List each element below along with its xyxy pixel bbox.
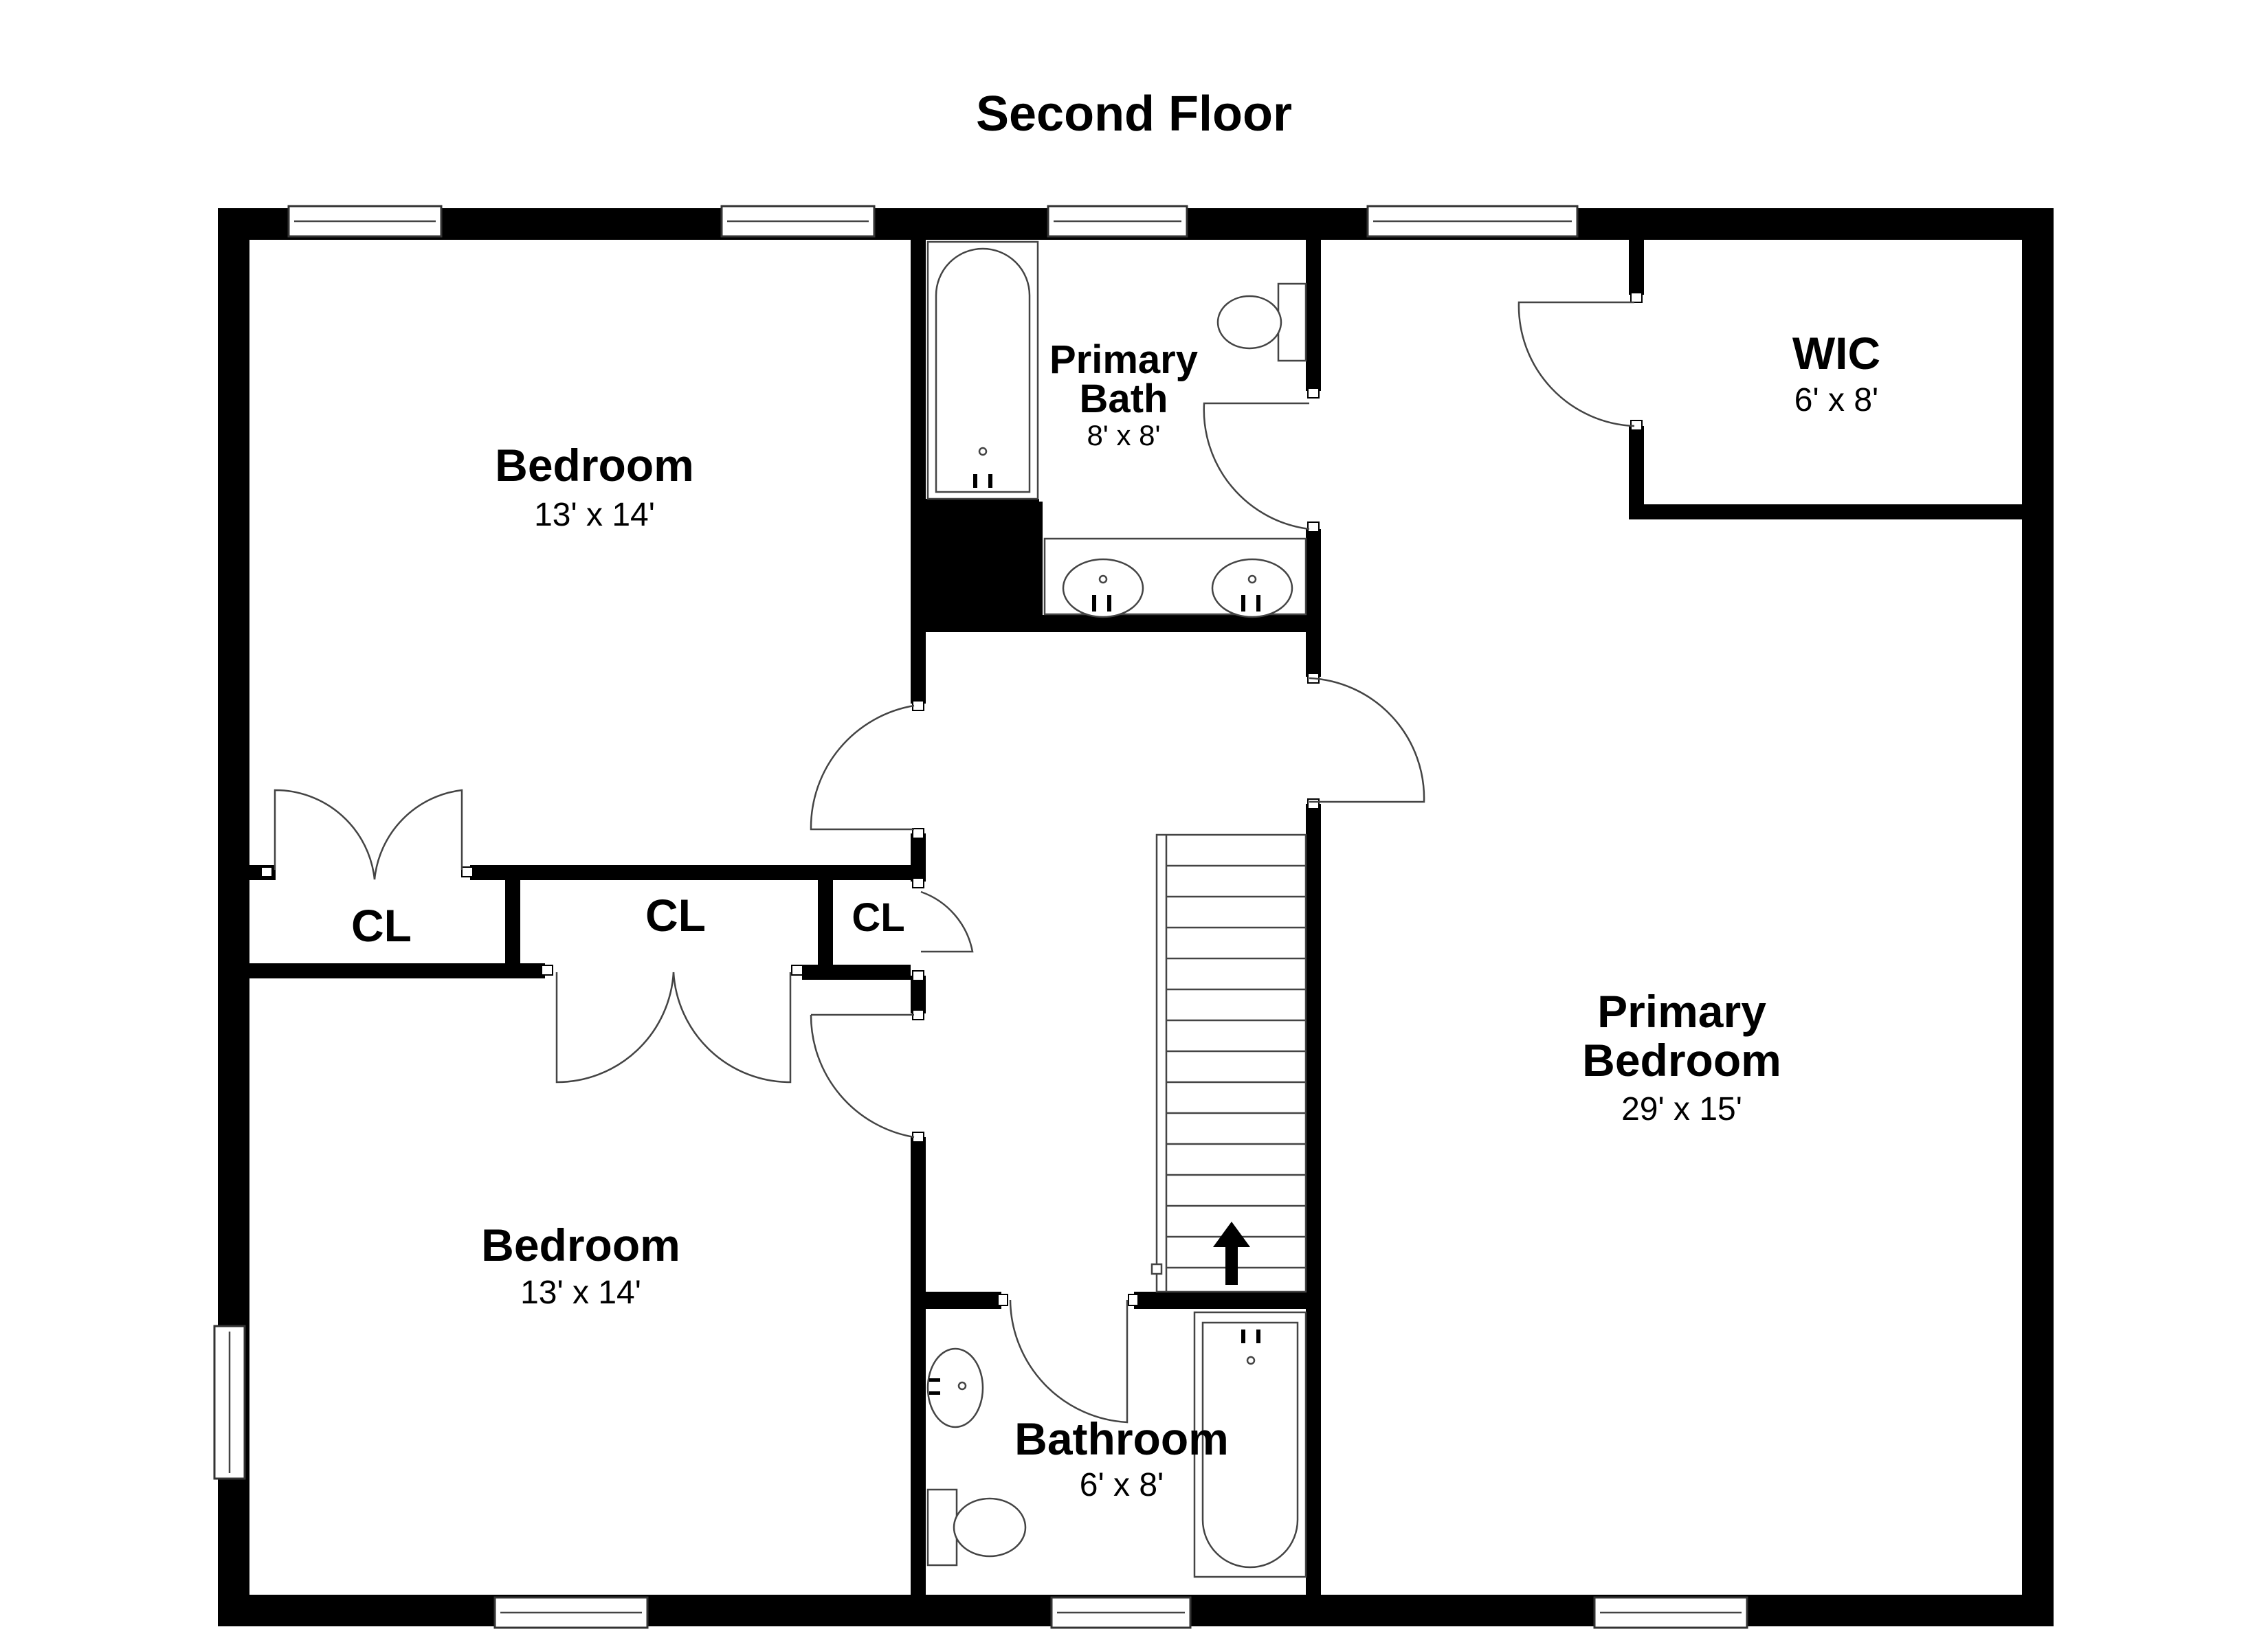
room-wic: WIC 6' x 8' <box>1792 328 1880 418</box>
room-bedroom-bottom: Bedroom 13' x 14' <box>481 1220 680 1311</box>
floor-title: Second Floor <box>976 87 1292 142</box>
room-name: CL <box>645 890 706 941</box>
room-dimensions: 29' x 15' <box>1621 1091 1742 1128</box>
room-dimensions: 13' x 14' <box>534 497 655 533</box>
bathroom-fixtures <box>926 1311 1307 1578</box>
room-bathroom: Bathroom 6' x 8' <box>1014 1413 1229 1503</box>
room-name: Bedroom <box>481 1220 680 1270</box>
room-name: WIC <box>1792 328 1880 379</box>
room-closet-left: CL <box>351 900 412 951</box>
room-name-line1: Primary <box>1597 986 1766 1037</box>
windows <box>213 205 1748 1629</box>
stairs-up-arrow-icon <box>1213 1222 1250 1285</box>
room-closet-middle: CL <box>645 890 706 941</box>
primary-bath-fixtures <box>926 240 1307 618</box>
room-dimensions: 13' x 14' <box>520 1275 641 1311</box>
room-dimensions: 6' x 8' <box>1794 382 1878 418</box>
staircase <box>1150 833 1307 1293</box>
room-name: Bedroom <box>495 440 694 491</box>
room-name-line2: Bath <box>1080 377 1168 421</box>
room-name: Bathroom <box>1014 1413 1229 1464</box>
room-name-line1: Primary <box>1049 337 1198 382</box>
room-primary-bath: Primary Bath 8' x 8' <box>1049 337 1198 451</box>
room-primary-bedroom: Primary Bedroom 29' x 15' <box>1582 986 1781 1128</box>
room-dimensions: 6' x 8' <box>1080 1467 1164 1503</box>
door-swings <box>274 301 1635 1424</box>
room-bedroom-top: Bedroom 13' x 14' <box>495 440 694 533</box>
interior-walls <box>249 240 2022 1595</box>
room-dimensions: 8' x 8' <box>1087 419 1160 451</box>
room-name: CL <box>351 900 412 951</box>
room-closet-right: CL <box>852 895 904 940</box>
room-name: CL <box>852 895 904 940</box>
room-name-line2: Bedroom <box>1582 1035 1781 1086</box>
